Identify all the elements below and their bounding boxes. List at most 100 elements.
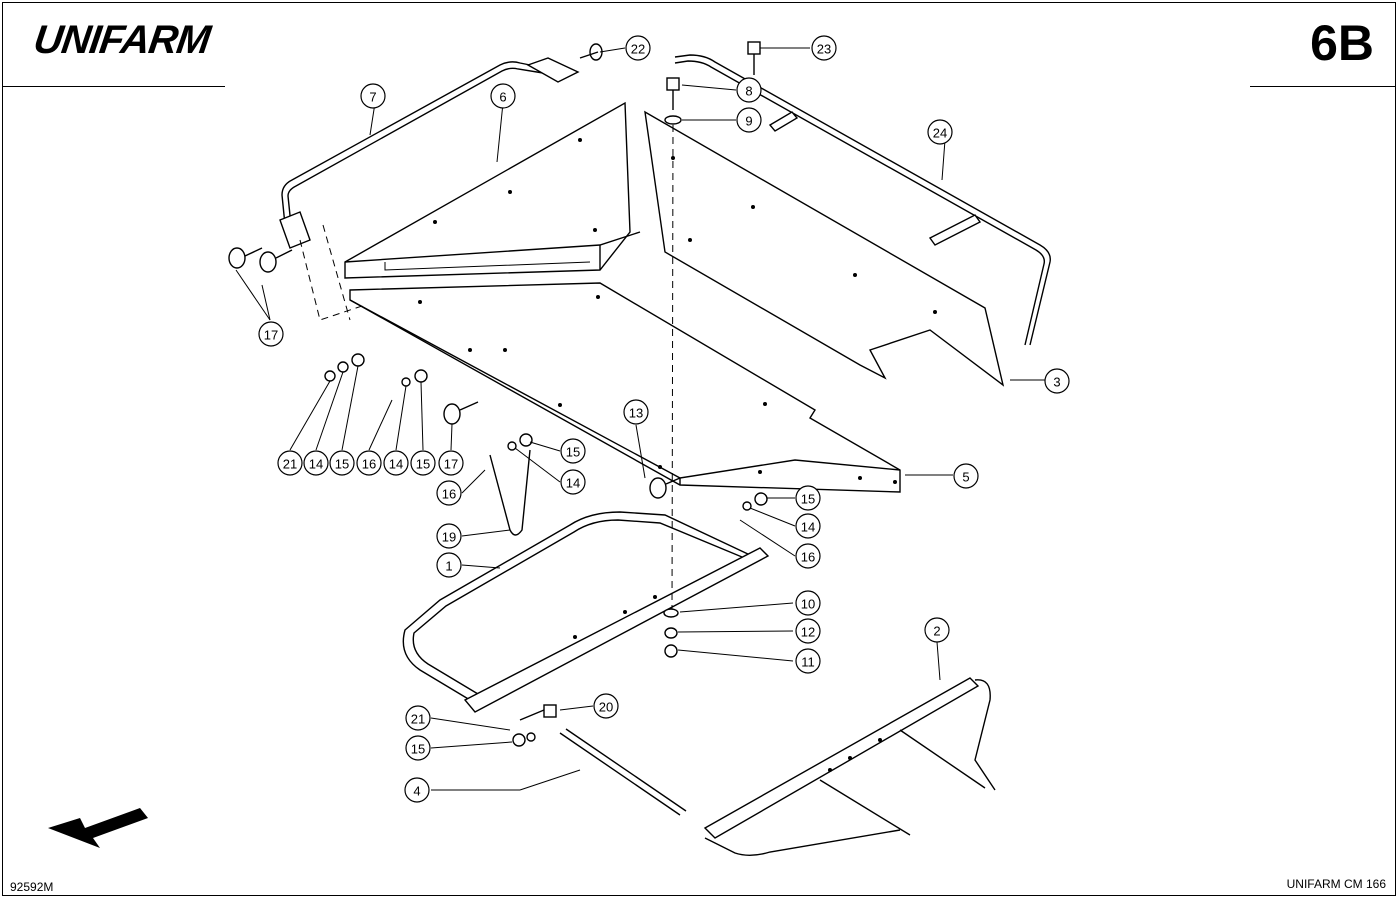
header-rule-right <box>1250 86 1395 87</box>
callout-number: 5 <box>962 470 969 485</box>
callout-circle <box>1044 368 1070 394</box>
callout-21: 21 <box>405 705 431 731</box>
part-1-frame <box>402 511 770 713</box>
callout-number: 11 <box>801 655 815 670</box>
callout-circle <box>924 617 950 643</box>
callout-number: 12 <box>801 625 815 640</box>
callout-number: 6 <box>499 90 506 105</box>
part-24-tube <box>674 54 1051 346</box>
callout-number: 24 <box>933 126 947 141</box>
part-3-side-panel <box>644 110 1005 387</box>
callout-16: 16 <box>356 450 382 476</box>
callout-15: 15 <box>795 485 821 511</box>
callout-19: 19 <box>436 523 462 549</box>
callout-23: 23 <box>811 35 837 61</box>
callout-number: 2 <box>933 624 940 639</box>
figure-number: 92592M <box>10 880 54 894</box>
callout-circle <box>560 438 586 464</box>
callout-1: 1 <box>436 552 462 578</box>
callout-10: 10 <box>795 590 821 616</box>
callout-number: 23 <box>817 42 831 57</box>
callout-circle <box>490 83 516 109</box>
callout-number: 13 <box>629 406 643 421</box>
callout-number: 19 <box>442 530 456 545</box>
callout-4: 4 <box>404 777 430 803</box>
callout-number: 9 <box>745 114 752 129</box>
part-7-tube <box>279 57 580 249</box>
callout-circle <box>410 450 436 476</box>
callout-number: 3 <box>1053 375 1060 390</box>
direction-arrow-icon <box>48 808 148 848</box>
callout-number: 16 <box>362 457 376 472</box>
assembly-alignment-lines <box>299 124 674 613</box>
callout-number: 15 <box>411 742 425 757</box>
callout-number: 22 <box>631 42 645 57</box>
callout-16: 16 <box>795 543 821 569</box>
callout-circle <box>736 107 762 133</box>
callout-24: 24 <box>927 119 953 145</box>
callout-22: 22 <box>625 35 651 61</box>
part-6-side-panel <box>344 101 641 279</box>
callout-7: 7 <box>360 83 386 109</box>
callout-number: 17 <box>444 457 458 472</box>
callout-circle <box>405 705 431 731</box>
callout-circle <box>383 450 409 476</box>
callout-number: 15 <box>566 445 580 460</box>
callout-14: 14 <box>303 450 329 476</box>
header-rule-left <box>3 86 225 87</box>
page-code: 6B <box>1310 15 1374 71</box>
callout-circle <box>795 648 821 674</box>
callout-circle <box>795 618 821 644</box>
callout-14: 14 <box>795 513 821 539</box>
callout-15: 15 <box>560 438 586 464</box>
part-5-bottom-tray <box>349 282 901 493</box>
callout-circle <box>303 450 329 476</box>
callout-circle <box>795 543 821 569</box>
callout-2: 2 <box>924 617 950 643</box>
callout-circle <box>927 119 953 145</box>
callout-16: 16 <box>436 480 462 506</box>
callout-circle <box>736 77 762 103</box>
callout-6: 6 <box>490 83 516 109</box>
callout-13: 13 <box>623 399 649 425</box>
callout-15: 15 <box>410 450 436 476</box>
callout-11: 11 <box>795 648 821 674</box>
callout-15: 15 <box>329 450 355 476</box>
callout-number: 14 <box>801 520 815 535</box>
callout-number: 14 <box>309 457 323 472</box>
callout-circle <box>623 399 649 425</box>
part-2-frame <box>703 677 996 856</box>
callout-number: 15 <box>801 492 815 507</box>
callout-8: 8 <box>736 77 762 103</box>
hardware <box>228 41 768 747</box>
callout-17: 17 <box>438 450 464 476</box>
callout-number: 16 <box>801 550 815 565</box>
callout-number: 4 <box>413 784 420 799</box>
callout-number: 10 <box>801 597 815 612</box>
callout-14: 14 <box>383 450 409 476</box>
callout-circle <box>560 469 586 495</box>
callout-15: 15 <box>405 735 431 761</box>
callout-number: 21 <box>411 712 425 727</box>
callout-number: 7 <box>369 90 376 105</box>
callout-circle <box>329 450 355 476</box>
callout-number: 14 <box>389 457 403 472</box>
callout-number: 8 <box>745 84 752 99</box>
callout-circle <box>436 523 462 549</box>
callout-21: 21 <box>277 450 303 476</box>
callout-circle <box>404 777 430 803</box>
callout-circle <box>360 83 386 109</box>
callout-circle <box>405 735 431 761</box>
callout-5: 5 <box>953 463 979 489</box>
part-4-rod <box>559 728 687 816</box>
callout-3: 3 <box>1044 368 1070 394</box>
callout-circle <box>795 513 821 539</box>
callout-12: 12 <box>795 618 821 644</box>
callout-circle <box>593 693 619 719</box>
callout-circle <box>438 450 464 476</box>
callout-number: 15 <box>416 457 430 472</box>
callout-circle <box>436 480 462 506</box>
